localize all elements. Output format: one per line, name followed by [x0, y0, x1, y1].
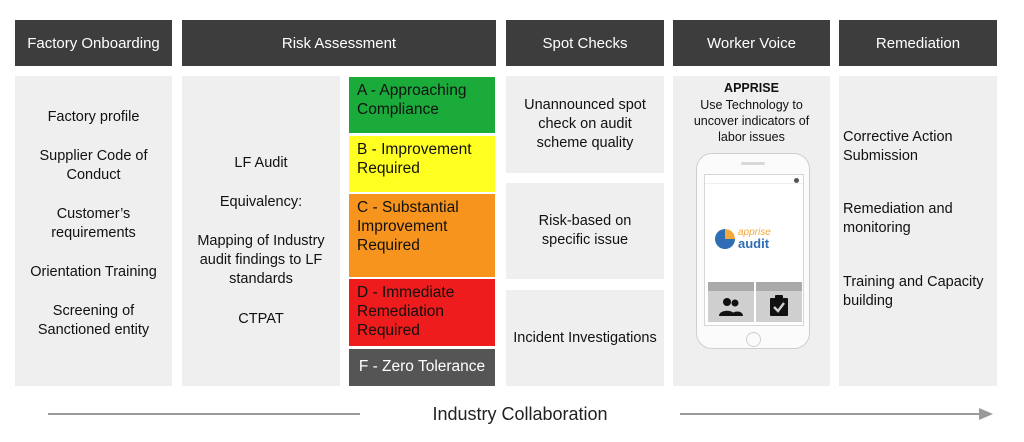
app-screen: apprise audit: [704, 174, 804, 326]
risk-item: CTPAT: [238, 311, 284, 327]
tile-header: [756, 282, 802, 291]
audit-tile[interactable]: [756, 282, 802, 322]
home-button: [746, 332, 761, 347]
header-risk-assessment: Risk Assessment: [182, 20, 496, 66]
apprise-logo-icon: [715, 229, 735, 249]
spot-item: Incident Investigations: [506, 290, 664, 386]
spot-item: Risk-based on specific issue: [506, 183, 664, 279]
worker-tile[interactable]: [708, 282, 754, 322]
close-icon: [794, 178, 799, 183]
remediation-item: Training and Capacity building: [843, 274, 984, 309]
onboarding-item: Orientation Training: [30, 264, 157, 280]
phone-mockup: apprise audit: [696, 153, 810, 349]
rating-d: D - Immediate Remediation Required: [349, 279, 495, 346]
header-factory-onboarding: Factory Onboarding: [15, 20, 172, 66]
worker-description: Use Technology to uncover indicators of …: [693, 98, 810, 144]
footer-label: Industry Collaboration: [432, 404, 608, 424]
header-worker-voice: Worker Voice: [673, 20, 830, 66]
arrow-head-icon: [979, 408, 993, 420]
rating-a: A - Approaching Compliance: [349, 77, 495, 133]
remediation-panel: [839, 76, 997, 386]
app-logo-line1: apprise: [738, 227, 771, 238]
app-logo-line2: audit: [738, 236, 770, 251]
status-bar: [705, 175, 803, 184]
tile-header: [708, 282, 754, 291]
risk-item: Equivalency:: [219, 194, 303, 210]
risk-item: Mapping of Industry audit findings to LF…: [197, 233, 325, 287]
remediation-item: Corrective Action Submission: [843, 129, 953, 164]
people-icon: [719, 298, 743, 316]
phone-speaker: [741, 162, 765, 165]
onboarding-item: Supplier Code of Conduct: [39, 148, 148, 183]
remediation-item: Remediation and monitoring: [843, 201, 953, 236]
spot-item: Unannounced spot check on audit scheme q…: [506, 76, 664, 173]
clipboard-check-icon: [770, 295, 788, 316]
rating-f: F - Zero Tolerance: [349, 349, 495, 386]
risk-item: LF Audit: [234, 155, 288, 171]
onboarding-panel: Factory profile Supplier Code of Conduct…: [15, 76, 172, 386]
worker-title: APPRISE: [724, 81, 779, 95]
onboarding-item: Screening of Sanctioned entity: [37, 303, 150, 338]
rating-b: B - Improvement Required: [349, 136, 495, 192]
collaboration-arrow-left: [48, 413, 360, 415]
rating-c: C - Substantial Improvement Required: [349, 194, 495, 277]
onboarding-item: Customer’s requirements: [51, 206, 136, 241]
header-remediation: Remediation: [839, 20, 997, 66]
risk-panel: LF Audit Equivalency: Mapping of Industr…: [182, 76, 340, 386]
header-spot-checks: Spot Checks: [506, 20, 664, 66]
onboarding-item: Factory profile: [47, 109, 140, 125]
collaboration-arrow-right: [680, 413, 980, 415]
